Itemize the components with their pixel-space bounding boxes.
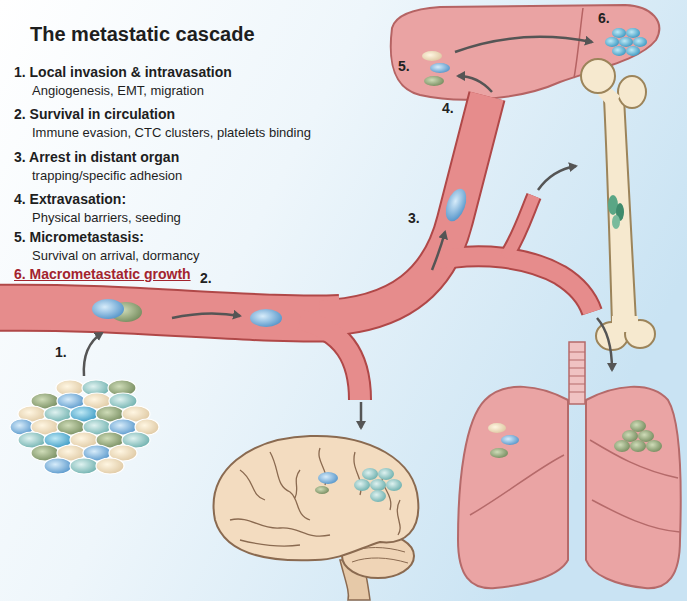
right-lung [586,387,681,588]
brain-metastasis [370,490,386,502]
brain-metastasis [370,479,386,491]
step-description: Survival on arrival, dormancy [32,247,200,264]
step-heading: 2. Survival in circulation [14,106,175,123]
callout-number: 6. [598,10,610,27]
callout-number: 3. [408,210,420,227]
step-heading: 5. Micrometastasis: [14,229,144,246]
cell [424,76,444,86]
step-heading: 1. Local invasion & intravasation [14,64,232,81]
primary-tumor [10,380,159,474]
step-heading: 6. Macrometastatic growth [14,266,191,283]
liver-ligament [574,8,583,78]
trachea-rings [569,352,585,392]
cell [250,309,282,327]
cell [488,423,506,433]
step-description: Physical barriers, seeding [32,209,181,226]
trachea [569,342,585,404]
callout-number: 4. [442,100,454,117]
brain [214,436,419,560]
lung-metastasis [622,430,638,442]
bone-metastasis [612,215,620,229]
lung-metastasis [630,440,646,452]
step-heading: 4. Extravasation: [14,191,126,208]
lung-fissure [470,440,680,532]
lung-metastasis [630,420,646,432]
cell [315,486,329,494]
cell [442,186,471,224]
callout-number: 1. [55,344,67,361]
step-description: Immune evasion, CTC clusters, platelets … [32,124,311,141]
liver-metastasis [605,28,647,56]
vessel [0,96,592,400]
cell [501,435,519,445]
step-description: Angiogenesis, EMT, migration [32,82,204,99]
lung-metastasis [646,440,662,452]
vessel-outline [0,96,592,400]
brain-metastasis [378,468,394,480]
brain-gyri [230,448,400,546]
lung-metastasis [614,440,630,452]
title: The metastatic cascade [30,22,255,46]
cell [318,472,338,484]
cell [430,63,450,73]
bone-trochanter [618,76,646,108]
bone-fill [612,316,638,332]
bone-shaft [604,98,636,324]
brain-metastasis [362,468,378,480]
lung-metastasis [638,430,654,442]
brain-metastasis [354,479,370,491]
brain-metastasis [386,479,402,491]
cell [92,299,124,319]
cell [422,51,442,61]
cell [490,448,508,458]
callout-number: 5. [398,58,410,75]
step-heading: 3. Arrest in distant organ [14,149,179,166]
bone-head [581,59,615,93]
step-description: trapping/specific adhesion [32,167,182,184]
callout-number: 2. [200,270,212,287]
